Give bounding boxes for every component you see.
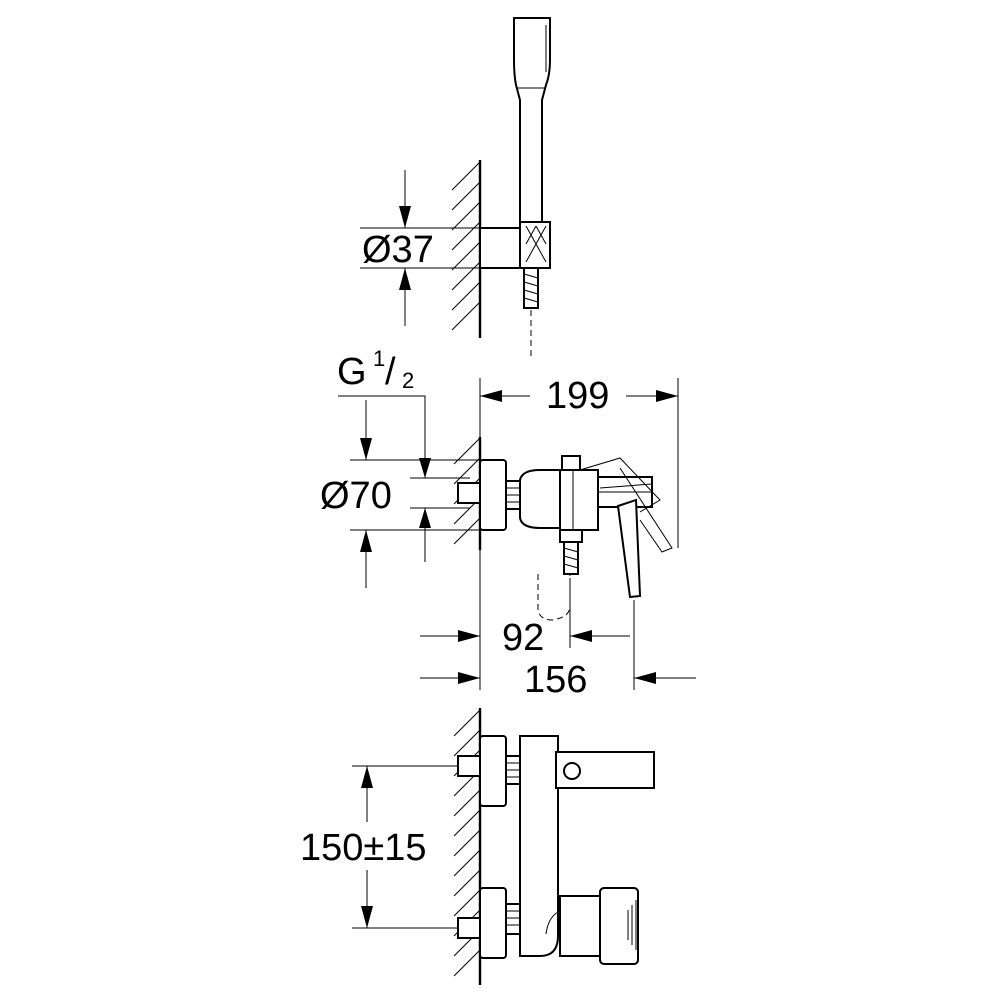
label-g-num: 1 [373,346,385,371]
dimension-156: 156 [420,600,696,701]
label-156: 156 [524,659,587,701]
label-199: 199 [546,375,609,417]
label-g-slash: / [385,351,396,393]
dimension-d70: Ø70 [320,400,480,588]
wall-section-bottom [453,708,482,985]
wall-section-top [451,160,482,338]
label-d70: Ø70 [320,475,392,517]
shower-hose-top [523,267,539,356]
label-92: 92 [502,617,544,659]
dimension-g-half: G 1 / 2 [337,346,470,562]
mixer-front-body [519,735,655,965]
hand-shower-view: Ø37 [360,17,551,356]
faucet-side-body [457,455,673,621]
wall-holder [479,221,551,269]
label-g-den: 2 [402,368,414,393]
upper-connection [457,735,521,807]
side-view: G 1 / 2 Ø70 [320,346,696,701]
front-view: 150±15 [300,708,655,985]
dimension-199: 199 [479,375,679,548]
hand-shower-body [513,17,551,223]
label-d37: Ø37 [362,229,434,271]
dimension-92: 92 [420,550,630,690]
label-150: 150±15 [300,827,427,869]
dimension-d37: Ø37 [360,170,480,326]
dimension-150: 150±15 [300,765,458,929]
label-g-main: G [337,351,367,393]
lower-connection [457,887,521,959]
